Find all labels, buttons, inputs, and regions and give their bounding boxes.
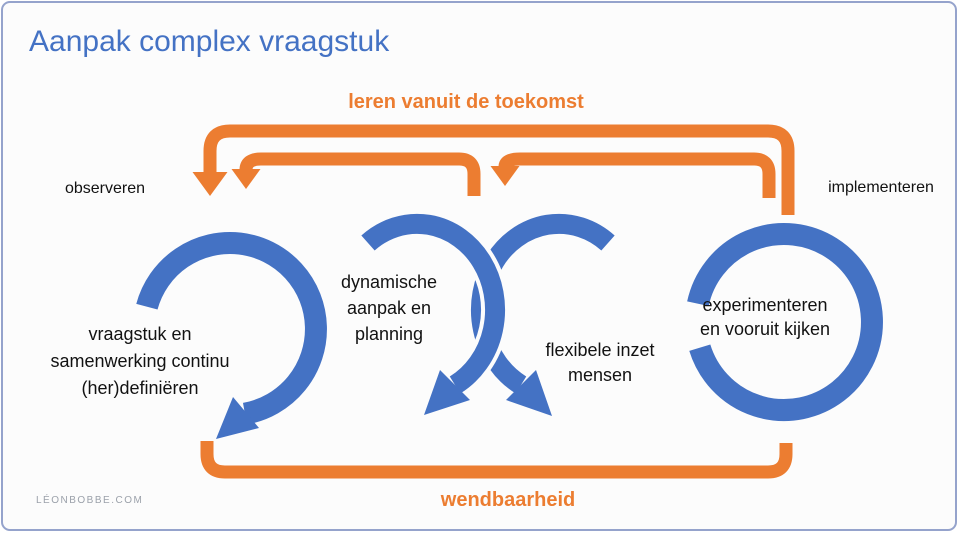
- step-plan-label: dynamische aanpak en planning: [340, 272, 438, 344]
- page-title: Aanpak complex vraagstuk: [29, 25, 390, 58]
- inner-right-loop-arrow: [490, 152, 776, 198]
- diagram-canvas: [136, 124, 883, 479]
- right-cycle-arrow: [687, 223, 883, 421]
- bottom-loop-label: wendbaarheid: [440, 489, 576, 511]
- left-cycle-arrow: [136, 232, 327, 425]
- outer-loop-arrow: [192, 124, 795, 215]
- center-left-arrowhead-icon: [424, 370, 470, 415]
- step-experiment-label: experimenteren en vooruit kijken: [699, 295, 831, 339]
- observe-label: observeren: [64, 180, 146, 197]
- step-people-label: flexibele inzet mensen: [545, 340, 655, 385]
- center-right-arrowhead-icon: [506, 370, 552, 416]
- left-cycle-arrowhead-icon: [216, 397, 259, 439]
- bottom-loop-bracket: [200, 441, 793, 479]
- inner-left-loop-arrow: [231, 152, 481, 196]
- top-loop-label: leren vanuit de toekomst: [348, 91, 584, 113]
- center-left-cycle-arrow: [361, 213, 506, 394]
- implement-label: implementeren: [828, 179, 934, 196]
- watermark: LÉONBOBBE.COM: [36, 495, 144, 506]
- step-define-label: vraagstuk en samenwerking continu (her)d…: [50, 324, 230, 398]
